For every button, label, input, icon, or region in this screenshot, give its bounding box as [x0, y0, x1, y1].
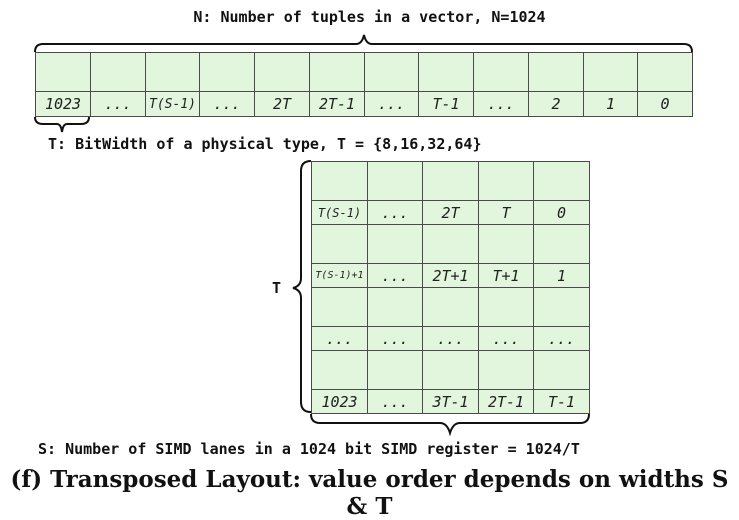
grid-cell-empty: [533, 287, 590, 327]
grid-cell: 0: [533, 200, 590, 225]
vector-cell-empty: [418, 52, 474, 92]
grid-cell-empty: [478, 161, 534, 201]
grid-cell-empty: [422, 161, 479, 201]
grid-cell-empty: [533, 350, 590, 390]
vector-cell-empty: [199, 52, 255, 92]
vector-cell: 2T: [254, 91, 310, 117]
vector-cell: T(S-1): [145, 91, 200, 117]
vector-cell: 2T-1: [309, 91, 365, 117]
grid-cell: T(S-1)+1: [311, 263, 368, 288]
grid-cell: 2T+1: [422, 263, 479, 288]
grid-cell: ...: [478, 326, 534, 351]
vector-cell: ...: [364, 91, 419, 117]
grid-cell: ...: [367, 200, 423, 225]
vector-cell-empty: [364, 52, 419, 92]
grid-cell: ...: [533, 326, 590, 351]
vector-cell: 1: [583, 91, 638, 117]
t-brace-label: T: [272, 279, 282, 297]
grid-cell-empty: [533, 161, 590, 201]
grid-cell: ...: [367, 389, 423, 414]
grid-cell: T-1: [533, 389, 590, 414]
grid-cell-empty: [533, 224, 590, 264]
vector-cell-empty: [583, 52, 638, 92]
grid-cell-empty: [478, 224, 534, 264]
grid-cell-empty: [367, 350, 423, 390]
vector-cell: T-1: [418, 91, 474, 117]
grid-cell-empty: [422, 350, 479, 390]
vector-cell-empty: [90, 52, 146, 92]
grid-cell-empty: [311, 350, 368, 390]
vector-cell: 0: [637, 91, 693, 117]
grid-cell-empty: [478, 350, 534, 390]
grid-cell-empty: [311, 287, 368, 327]
grid-cell-empty: [311, 224, 368, 264]
grid-cell: T(S-1): [311, 200, 368, 225]
grid-cell: T+1: [478, 263, 534, 288]
grid-cell: 2T: [422, 200, 479, 225]
vector-size-caption: N: Number of tuples in a vector, N=1024: [193, 8, 546, 26]
grid-cell: ...: [367, 326, 423, 351]
vector-cell-empty: [528, 52, 584, 92]
grid-cell-empty: [367, 161, 423, 201]
grid-cell: 1023: [311, 389, 368, 414]
vector-cell-empty: [309, 52, 365, 92]
grid-cell: 2T-1: [478, 389, 534, 414]
bitwidth-caption: T: BitWidth of a physical type, T = {8,1…: [48, 135, 482, 153]
grid-cell: ...: [422, 326, 479, 351]
vector-cell: 1023: [35, 91, 91, 117]
vector-cell-empty: [473, 52, 529, 92]
first-cell-brace: [34, 116, 90, 133]
vector-cell: ...: [90, 91, 146, 117]
grid-cell: 3T-1: [422, 389, 479, 414]
grid-cell: ...: [367, 263, 423, 288]
left-brace: [292, 160, 312, 413]
grid-cell-empty: [367, 287, 423, 327]
top-brace: [34, 34, 693, 53]
vector-cell: 2: [528, 91, 584, 117]
grid-cell-empty: [422, 224, 479, 264]
grid-cell-empty: [367, 224, 423, 264]
vector-cell-empty: [35, 52, 91, 92]
grid-cell: 1: [533, 263, 590, 288]
vector-cell-empty: [254, 52, 310, 92]
grid-cell-empty: [478, 287, 534, 327]
vector-cell: ...: [473, 91, 529, 117]
simd-lanes-caption: S: Number of SIMD lanes in a 1024 bit SI…: [38, 440, 580, 458]
bottom-brace: [310, 413, 590, 437]
grid-cell-empty: [311, 161, 368, 201]
vector-cell: ...: [199, 91, 255, 117]
grid-cell: ...: [311, 326, 368, 351]
vector-cell-empty: [145, 52, 200, 92]
vector-cell-empty: [637, 52, 693, 92]
grid-cell-empty: [422, 287, 479, 327]
grid-cell: T: [478, 200, 534, 225]
